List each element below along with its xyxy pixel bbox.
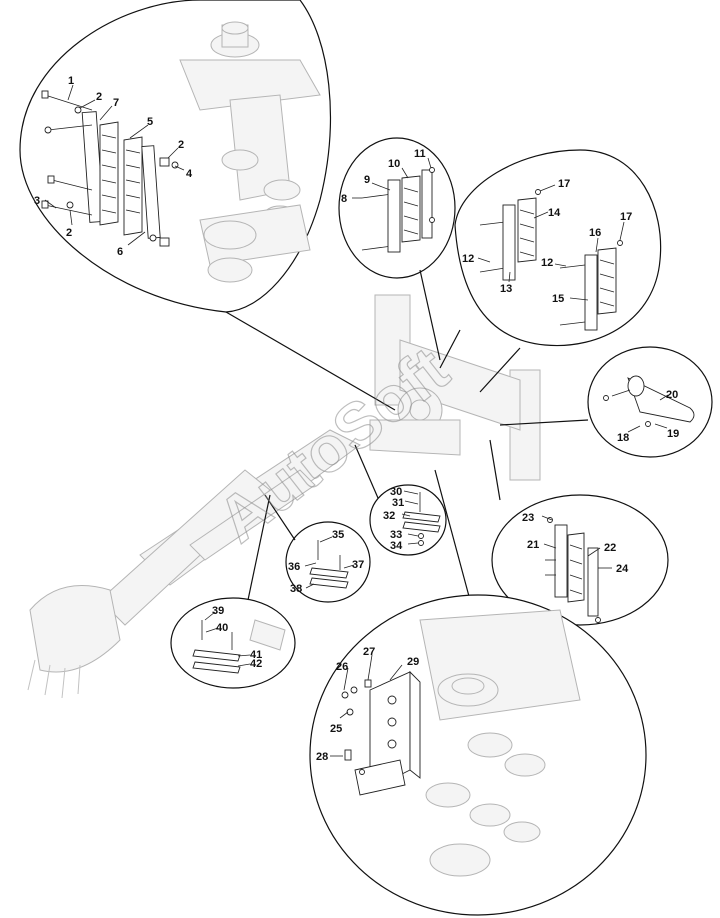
callout-34: 34 xyxy=(390,540,403,552)
bolt-1 xyxy=(41,90,93,111)
callout-33: 33 xyxy=(390,529,402,541)
callout-30: 30 xyxy=(390,486,402,498)
callout-5: 5 xyxy=(147,116,153,128)
shim-41 xyxy=(192,649,241,662)
callout-6: 6 xyxy=(117,246,123,258)
detail-bubble-pads-b xyxy=(439,149,662,393)
callout-29: 29 xyxy=(407,656,419,668)
callout-12: 12 xyxy=(541,257,553,269)
callout-4: 4 xyxy=(186,168,193,180)
bolt-3 xyxy=(41,200,93,216)
callout-17: 17 xyxy=(620,211,632,223)
callout-23: 23 xyxy=(522,512,534,524)
callout-7: 7 xyxy=(113,97,119,109)
callout-25: 25 xyxy=(330,723,342,735)
callout-28: 28 xyxy=(316,751,328,763)
callout-2: 2 xyxy=(96,91,102,103)
pipe-20 xyxy=(627,377,695,423)
plate-21 xyxy=(554,524,568,598)
plate-11 xyxy=(421,169,433,239)
callout-18: 18 xyxy=(617,432,629,444)
callout-labels: 1 2 7 5 2 4 3 2 6 8 9 10 11 17 14 17 16 … xyxy=(34,75,679,763)
callout-35: 35 xyxy=(332,529,344,541)
callout-36: 36 xyxy=(288,561,300,573)
pad-14 xyxy=(517,197,537,263)
detail-bubble-pipe xyxy=(499,346,713,458)
callout-10: 10 xyxy=(388,158,400,170)
detail-bubble-pads-c xyxy=(489,439,669,626)
pad-10 xyxy=(401,175,421,243)
washer-26 xyxy=(341,691,349,699)
plate-9 xyxy=(387,179,401,253)
wear-pad-5a xyxy=(99,121,119,226)
callout-21: 21 xyxy=(527,539,539,551)
callout-26: 26 xyxy=(336,661,348,673)
callout-37: 37 xyxy=(352,559,364,571)
backhoe-assembly xyxy=(27,294,541,699)
detail-bubble-shims-b xyxy=(264,494,371,603)
detail-bubble-shims-a xyxy=(354,444,447,556)
callout-17: 17 xyxy=(558,178,570,190)
shim-32 xyxy=(402,511,441,523)
plate-13 xyxy=(502,204,516,281)
shim-42 xyxy=(192,661,241,674)
shim-38 xyxy=(309,567,349,579)
callout-41: 41 xyxy=(250,649,262,661)
callout-19: 19 xyxy=(667,428,679,440)
pad-16 xyxy=(597,247,617,315)
callout-38: 38 xyxy=(290,583,302,595)
plate-15 xyxy=(584,254,598,331)
callout-14: 14 xyxy=(548,207,561,219)
detail-bubble-bracket xyxy=(309,469,647,916)
callout-42: 42 xyxy=(250,658,262,670)
detail-bubble-stabilizer xyxy=(19,0,396,411)
callout-39: 39 xyxy=(212,605,224,617)
callout-24: 24 xyxy=(616,563,629,575)
callout-9: 9 xyxy=(364,174,370,186)
callout-2: 2 xyxy=(178,139,184,151)
washer-2a xyxy=(74,106,82,114)
callout-40: 40 xyxy=(216,622,228,634)
callout-2: 2 xyxy=(66,227,72,239)
callout-8: 8 xyxy=(341,193,347,205)
callout-11: 11 xyxy=(414,148,426,160)
detail-bubble-pads-a xyxy=(338,137,456,361)
detail-bubble-shims-c xyxy=(170,494,296,689)
callout-32: 32 xyxy=(383,510,395,522)
callout-15: 15 xyxy=(552,293,564,305)
callout-22: 22 xyxy=(604,542,616,554)
callout-13: 13 xyxy=(500,283,512,295)
callout-31: 31 xyxy=(392,497,404,509)
callout-3: 3 xyxy=(34,195,40,207)
callout-12: 12 xyxy=(462,253,474,265)
callout-20: 20 xyxy=(666,389,678,401)
callout-1: 1 xyxy=(68,75,74,87)
callout-16: 16 xyxy=(589,227,601,239)
callout-27: 27 xyxy=(363,646,375,658)
pad-22 xyxy=(567,532,585,603)
